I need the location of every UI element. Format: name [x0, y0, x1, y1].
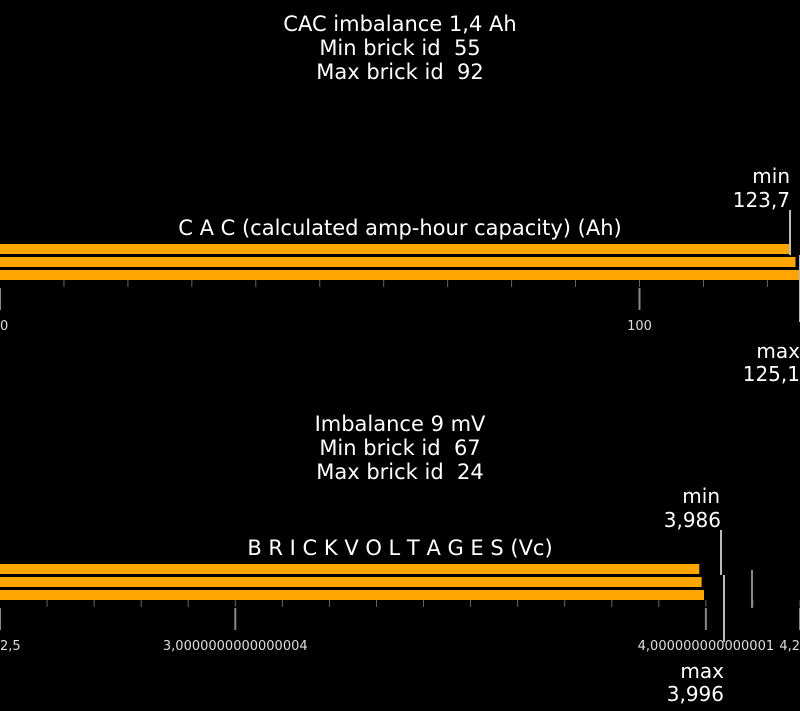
- voltage-tick-label: 2,5: [0, 639, 21, 654]
- voltage-chart: B R I C K V O L T A G E S (Vc) 2,5 3,0000…: [0, 484, 800, 706]
- cac-max-brick-id: Max brick id 92: [316, 60, 484, 84]
- voltage-bar: [0, 590, 704, 600]
- voltage-chart-title: B R I C K V O L T A G E S (Vc): [247, 536, 552, 560]
- cac-chart: C A C (calculated amp-hour capacity) (Ah…: [0, 164, 800, 386]
- cac-min-value: 123,7: [733, 188, 790, 212]
- voltage-summary: Imbalance 9 mV Min brick id 67 Max brick…: [0, 412, 800, 484]
- cac-chart-title: C A C (calculated amp-hour capacity) (Ah…: [178, 216, 621, 240]
- voltage-max-value: 3,996: [667, 682, 724, 706]
- voltage-max-label: max: [680, 659, 724, 683]
- cac-summary: CAC imbalance 1,4 Ah Min brick id 55 Max…: [0, 12, 800, 84]
- cac-imbalance-text: CAC imbalance 1,4 Ah: [283, 12, 517, 36]
- voltage-tick-label: 3,0000000000000004: [163, 639, 308, 654]
- voltage-max-brick-id: Max brick id 24: [316, 460, 484, 484]
- cac-bar: [0, 270, 800, 280]
- cac-min-brick-id: Min brick id 55: [319, 36, 481, 60]
- voltage-tick-label: 4,2: [779, 639, 800, 654]
- cac-bar: [0, 257, 796, 267]
- cac-min-label: min: [752, 164, 790, 188]
- voltage-min-label: min: [682, 484, 720, 508]
- cac-tick-label: 100: [627, 319, 652, 334]
- voltage-bar: [0, 564, 700, 574]
- cac-max-value: 125,1: [743, 362, 800, 386]
- voltage-min-brick-id: Min brick id 67: [319, 436, 481, 460]
- voltage-imbalance-text: Imbalance 9 mV: [314, 412, 486, 436]
- cac-bar: [0, 244, 792, 254]
- voltage-tick-label: 4,000000000000001: [638, 639, 774, 654]
- cac-max-label: max: [756, 339, 800, 363]
- cac-tick-label: 0: [0, 319, 8, 334]
- voltage-min-value: 3,986: [664, 508, 721, 532]
- voltage-bar: [0, 577, 702, 587]
